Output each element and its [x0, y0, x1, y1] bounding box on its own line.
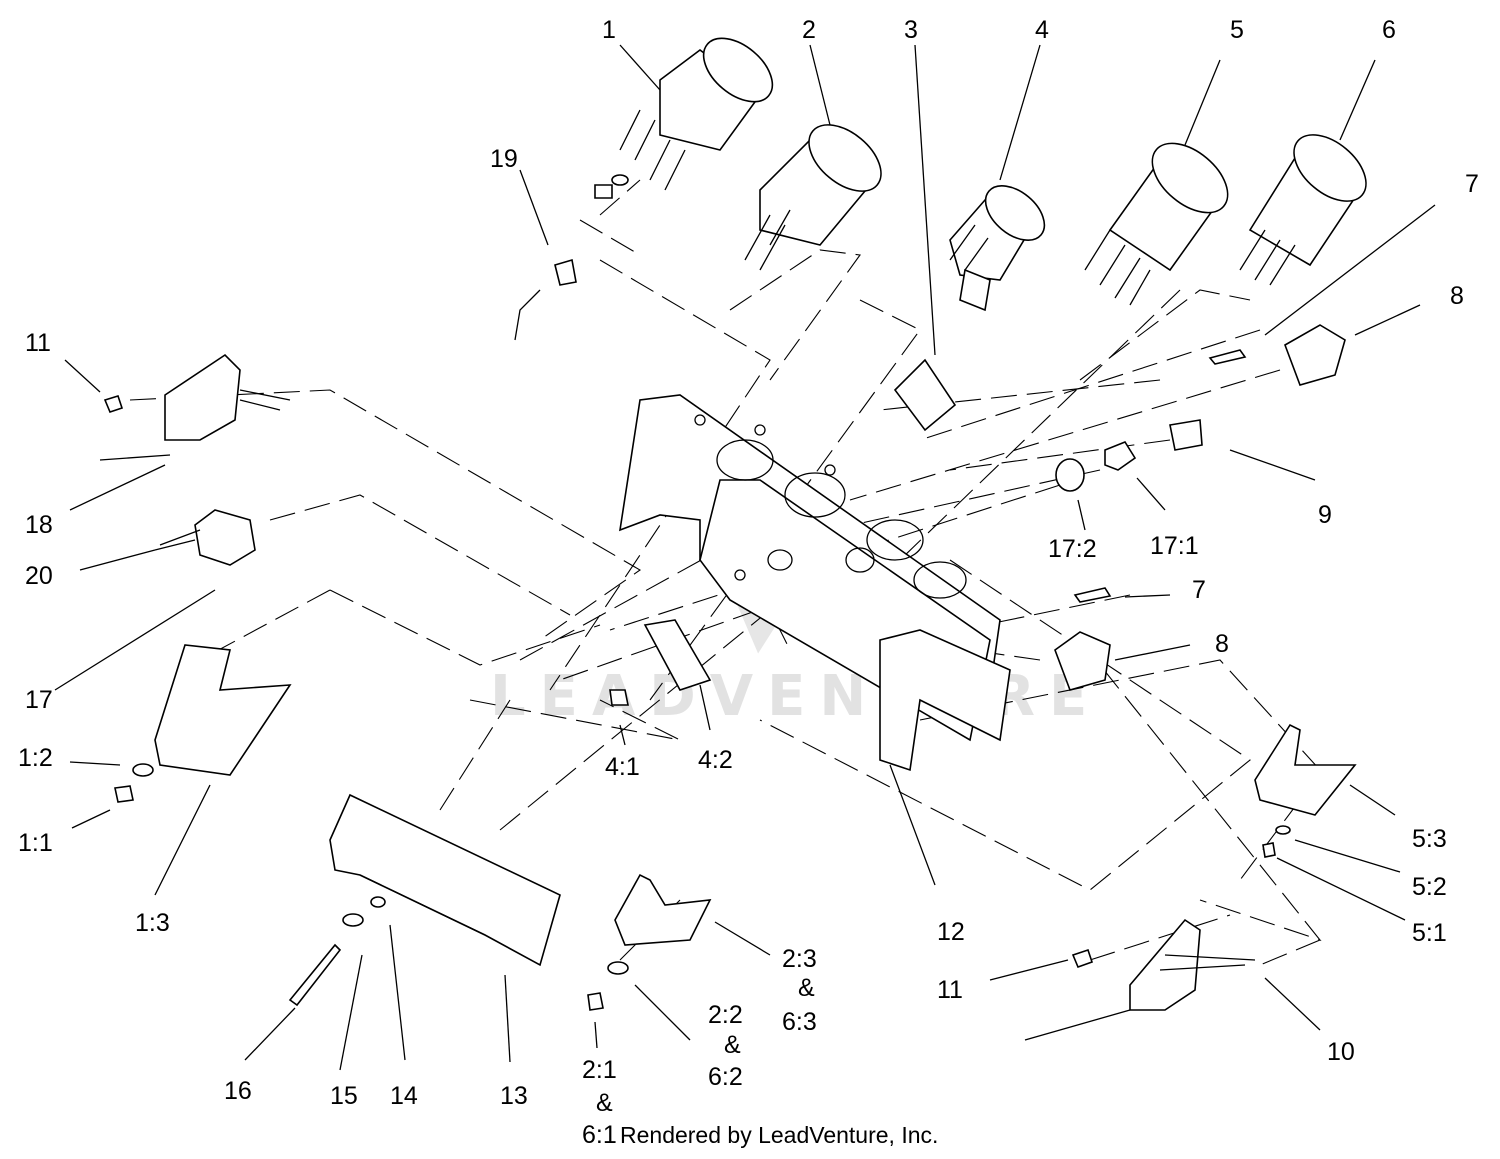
callout-1-1: 1:1: [18, 829, 53, 857]
callout-6-3: 6:3: [782, 1008, 817, 1036]
callout-2: 2: [802, 16, 816, 44]
callout-4-2: 4:2: [698, 746, 733, 774]
callout-3: 3: [904, 16, 918, 44]
callout-12: 12: [937, 918, 965, 946]
callout-2-1: 2:1: [582, 1056, 617, 1084]
gauge-5: [1084, 142, 1229, 306]
gauge-4: [949, 185, 1046, 312]
callout-18: 18: [25, 511, 53, 539]
leader-lines: [54, 44, 1436, 1071]
gauge-6: [1239, 134, 1367, 286]
callout-20: 20: [25, 562, 53, 590]
callout-7a: 7: [1465, 170, 1479, 198]
callout-17-1: 17:1: [1150, 532, 1199, 560]
bracket-13: [288, 793, 561, 1007]
assembly-dashed-lines: [129, 179, 1322, 966]
callout-1: 1: [602, 16, 616, 44]
callout-2-3: 2:3: [782, 945, 817, 973]
callout-17-2: 17:2: [1048, 535, 1097, 563]
dash-panel: [619, 394, 1011, 772]
callout-6: 6: [1382, 16, 1396, 44]
callout-11a: 11: [25, 329, 51, 357]
lever-18: [99, 353, 291, 461]
callout-labels: 1 2 3 4 5 6 7 8 9 7 8 19 11 18 20 17 1:2…: [18, 16, 1479, 1149]
callout-10: 10: [1327, 1038, 1355, 1066]
callout-6-1: 6:1: [582, 1121, 617, 1149]
callout-11b: 11: [937, 976, 963, 1004]
key-switch-20: [154, 509, 256, 566]
lever-10: [1024, 918, 1256, 1041]
bracket-5-3: [1254, 723, 1357, 858]
callout-9: 9: [1318, 501, 1332, 529]
callout-1-3: 1:3: [135, 909, 170, 937]
small-parts: [514, 258, 1346, 706]
render-credit: Rendered by LeadVenture, Inc.: [620, 1122, 938, 1148]
callout-2-2: 2:2: [708, 1001, 743, 1029]
callout-amp-b: &: [724, 1031, 741, 1059]
callout-7b: 7: [1192, 576, 1206, 604]
callout-4-1: 4:1: [605, 753, 640, 781]
callout-13: 13: [500, 1082, 528, 1110]
callout-5-1: 5:1: [1412, 919, 1447, 947]
callout-6-2: 6:2: [708, 1063, 743, 1091]
gauge-1: [594, 37, 774, 199]
callout-1-2: 1:2: [18, 744, 53, 772]
callout-5-2: 5:2: [1412, 873, 1447, 901]
bracket-2-3: [587, 873, 712, 1011]
callout-14: 14: [390, 1082, 418, 1110]
callout-15: 15: [330, 1082, 358, 1110]
callout-amp-a: &: [798, 974, 815, 1002]
callout-8b: 8: [1215, 630, 1229, 658]
callout-amp-c: &: [596, 1089, 613, 1117]
callout-16: 16: [224, 1077, 252, 1105]
gauge-2: [744, 124, 882, 271]
callout-4: 4: [1035, 16, 1049, 44]
bracket-1-3: [114, 644, 292, 803]
callout-5: 5: [1230, 16, 1244, 44]
callout-5-3: 5:3: [1412, 825, 1447, 853]
callout-17: 17: [25, 686, 53, 714]
callout-8a: 8: [1450, 282, 1464, 310]
callout-19: 19: [490, 145, 518, 173]
